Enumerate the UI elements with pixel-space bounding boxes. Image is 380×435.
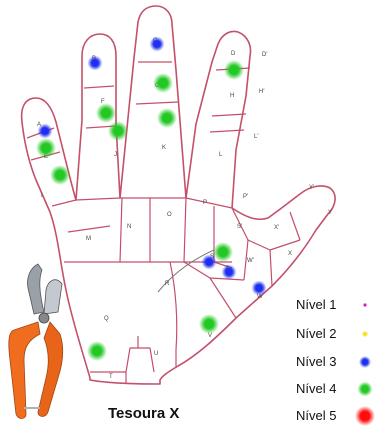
mark-f <box>96 103 116 123</box>
region-label: W' <box>247 258 254 264</box>
legend-swatch <box>358 382 373 397</box>
region-label: Q <box>104 316 109 322</box>
mark-wp <box>222 265 237 280</box>
legend-swatch <box>355 406 375 426</box>
legend-item-3: Nível 3 <box>296 354 336 369</box>
region-label: Y' <box>309 185 314 191</box>
region-label: X' <box>274 225 279 231</box>
region-label: N <box>127 224 131 230</box>
legend-item-5: Nível 5 <box>296 408 336 423</box>
legend-label: Nível 3 <box>296 354 336 369</box>
mark-sp <box>213 242 233 262</box>
legend-label: Nível 5 <box>296 408 336 423</box>
hand-outline <box>22 6 335 384</box>
region-label: L' <box>254 134 258 140</box>
region-label: U <box>154 351 158 357</box>
legend-swatch <box>363 303 367 307</box>
region-label: K <box>162 145 166 151</box>
legend-swatch <box>359 356 371 368</box>
legend-item-2: Nível 2 <box>296 326 336 341</box>
legend-swatch <box>362 331 368 337</box>
legend-item-1: Nível 1 <box>296 297 336 312</box>
legend-item-4: Nível 4 <box>296 381 336 396</box>
legend-label: Nível 2 <box>296 326 336 341</box>
region-label: H' <box>259 89 264 95</box>
mark-a <box>38 124 53 139</box>
mark-b <box>88 56 103 71</box>
mark-g <box>153 73 173 93</box>
region-label: S' <box>237 224 242 230</box>
region-label: R <box>165 281 170 287</box>
mark-v <box>199 314 219 334</box>
legend-label: Nível 1 <box>296 297 336 312</box>
region-label: T <box>109 374 113 380</box>
mark-e <box>50 165 70 185</box>
mark-j <box>108 121 128 141</box>
region-label: Y <box>328 210 332 216</box>
mark-d <box>224 60 244 80</box>
mark-c <box>150 37 165 52</box>
region-label: M <box>86 236 91 242</box>
legend-label: Nível 4 <box>296 381 336 396</box>
region-label: D <box>231 51 236 57</box>
region-label: D' <box>262 52 267 58</box>
region-label: J <box>114 152 117 158</box>
mark-e <box>36 138 56 158</box>
mark-q <box>87 341 107 361</box>
region-label: L <box>219 152 223 158</box>
region-label: P' <box>243 194 248 200</box>
region-label: H <box>230 93 234 99</box>
region-label: P <box>203 200 207 206</box>
mark-w <box>252 281 267 296</box>
mark-k <box>157 108 177 128</box>
figure-title: Tesoura X <box>108 405 179 422</box>
pruning-shears-icon <box>9 264 63 419</box>
region-label: O <box>167 212 172 218</box>
region-label: X <box>288 251 292 257</box>
